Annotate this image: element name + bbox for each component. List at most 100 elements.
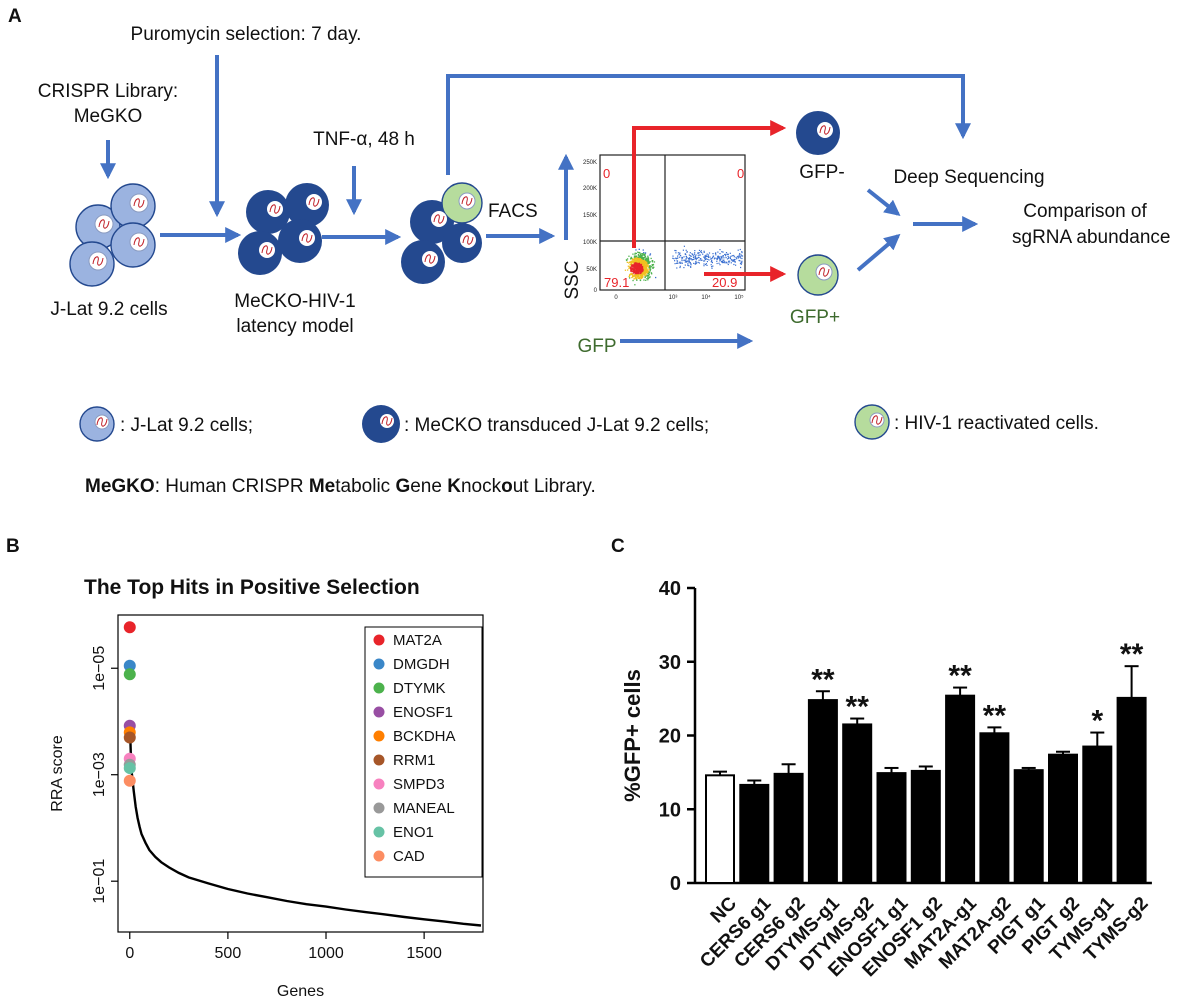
legend-reactivated-text: : HIV-1 reactivated cells. [894,413,1099,434]
facs-dot [722,261,724,263]
facs-dot [634,271,636,273]
facs-dot [734,258,736,260]
facs-dot [642,263,644,266]
facs-dot [724,261,726,263]
facs-dot [674,263,676,265]
facs-dot [634,268,637,270]
facs-dot [707,256,710,258]
facs-dot [636,257,639,259]
bar-y-tick-label: 10 [659,799,681,821]
facs-dot [636,259,638,261]
facs-dot [638,276,641,279]
rra-legend-label: DTYMK [393,680,446,697]
rra-legend-marker [373,850,385,862]
facs-dot [633,267,635,269]
facs-dot [645,264,647,266]
facs-dot [678,254,680,256]
facs-dot [640,253,642,255]
facs-dot [741,255,743,257]
facs-dot [635,274,637,276]
facs-dot [646,271,648,273]
facs-dot [739,253,741,255]
bar [1116,696,1147,885]
facs-dot [644,270,646,272]
facs-dot [642,258,644,260]
facs-dot [632,272,634,274]
facs-dot [688,258,690,260]
facs-dot [633,278,635,280]
facs-dot [739,257,742,259]
facs-dot [629,265,631,268]
facs-dot [640,277,642,280]
facs-dot [707,255,709,257]
bar-significance: ** [983,699,1007,732]
facs-dot [707,254,710,256]
bar [1048,753,1078,884]
facs-dot [679,265,681,267]
bar [807,699,838,884]
facs-dot [634,255,636,257]
facs-dot [704,263,707,266]
facs-dot [643,255,645,257]
facs-dot [629,274,631,276]
facs-dot [733,256,735,258]
facs-dot [640,276,642,278]
facs-dot [630,269,633,271]
facs-dot [718,262,720,264]
facs-dot [722,255,724,257]
facs-x-ticks: 0 10³ 10⁴ 10⁵ [614,294,744,301]
facs-dot [638,265,640,267]
facs-dot [698,257,700,259]
facs-y-ticks: 250K 200K 150K 100K 50K 0 [583,160,598,294]
facs-dot [725,261,728,263]
facs-dot [733,263,735,266]
facs-dot [630,272,632,274]
facs-dot [697,254,699,256]
facs-dot [676,260,678,262]
sorting-arrows [632,120,787,282]
facs-y-tick: 200K [583,186,597,192]
facs-dot [721,251,723,253]
facs-dot [642,260,644,262]
bar [945,694,976,884]
facs-dot [640,259,642,261]
facs-dot [683,259,685,261]
facs-dot [637,269,639,271]
facs-dot [628,261,631,263]
facs-dot [693,253,695,255]
facs-dot [644,255,646,257]
rra-legend-label: ENOSF1 [393,704,453,721]
facs-dot [637,260,639,262]
facs-dot [629,261,631,263]
facs-dot [715,252,717,254]
facs-dot [647,260,649,262]
bar-significance: * [1091,705,1103,738]
facs-dot [632,268,634,270]
facs-dot [683,267,685,269]
facs-dot [635,257,637,259]
facs-dot [630,262,632,264]
facs-dot [632,265,634,267]
facs-dot [637,275,640,277]
facs-dot [647,276,649,278]
facs-dot [640,256,642,258]
facs-dot [723,261,725,264]
footnote-part: tabolic [335,476,395,497]
facs-dot [727,260,730,262]
facs-dot [735,256,737,258]
facs-dot [648,268,650,270]
facs-dot [637,251,639,253]
facs-dot [634,253,636,255]
facs-dot [705,258,707,261]
facs-dot [704,260,706,262]
rra-y-tick-label: 1e−05 [91,646,108,691]
facs-dot [642,273,644,276]
facs-dot [651,260,653,262]
facs-dot [632,262,635,264]
facs-dot [642,257,644,259]
facs-dot [642,270,644,273]
rra-legend-label: CAD [393,848,425,865]
facs-dot [634,256,636,258]
crispr-library-label: CRISPR Library: [38,81,178,102]
facs-dot [643,272,646,274]
